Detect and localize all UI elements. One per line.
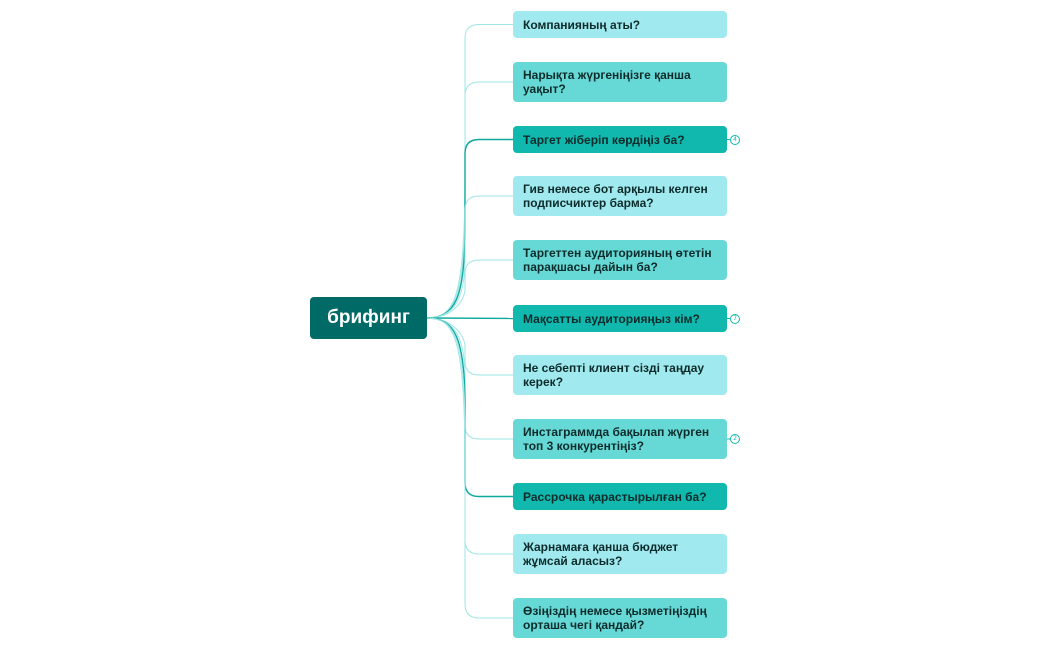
subtopic-label: Өзіңіздің немесе қызметіңіздің орташа че… [523, 604, 707, 632]
central-topic-briefing[interactable]: брифинг [310, 297, 427, 339]
connector-line [426, 24, 513, 319]
connector-line [426, 317, 513, 376]
subtopic-label: Гив немесе бот арқылы келген подписчикте… [523, 182, 708, 210]
subtopic-label: Жарнамаға қанша бюджет жұмсай аласыз? [523, 540, 679, 568]
connector-line [426, 81, 513, 319]
subtopic-node[interactable]: Инстаграммда бақылап жүрген топ 3 конкур… [513, 419, 727, 459]
connector-line [426, 317, 513, 440]
subtopic-node[interactable]: Компанияның аты? [513, 11, 727, 38]
connector-line [426, 195, 513, 319]
subtopic-node[interactable]: Таргет жіберіп көрдіңіз ба? [513, 126, 727, 153]
subtopic-label: Компанияның аты? [523, 17, 641, 32]
subtopic-node[interactable]: Нарықта жүргеніңізге қанша уақыт? [513, 62, 727, 102]
subtopic-label: Таргеттен аудиторияның өтетін парақшасы … [523, 246, 712, 274]
subtopic-node[interactable]: Таргеттен аудиторияның өтетін парақшасы … [513, 240, 727, 280]
connector-line [426, 138, 513, 319]
subtopic-label: Таргет жіберіп көрдіңіз ба? [523, 132, 685, 147]
connector-line [426, 317, 513, 555]
subtopic-node[interactable]: Өзіңіздің немесе қызметіңіздің орташа че… [513, 598, 727, 638]
subtopic-node[interactable]: Мақсатты аудиторияңыз кім? [513, 305, 727, 332]
subtopic-node[interactable]: Жарнамаға қанша бюджет жұмсай аласыз? [513, 534, 727, 574]
collapsed-count-badge[interactable]: 7 [730, 313, 740, 324]
subtopic-label: Мақсатты аудиторияңыз кім? [523, 311, 700, 326]
subtopic-label: Не себепті клиент сізді таңдау керек? [523, 361, 705, 389]
subtopic-node[interactable]: Гив немесе бот арқылы келген подписчикте… [513, 176, 727, 216]
subtopic-label: Рассрочка қарастырылған ба? [523, 489, 707, 504]
subtopic-node[interactable]: Рассрочка қарастырылған ба? [513, 483, 727, 510]
connector-line [426, 317, 514, 320]
connector-line [426, 317, 513, 619]
collapsed-count-badge[interactable]: 4 [730, 134, 740, 145]
subtopic-node[interactable]: Не себепті клиент сізді таңдау керек? [513, 355, 727, 395]
collapsed-count-badge[interactable]: 2 [730, 434, 740, 444]
connector-line [426, 317, 513, 498]
subtopic-label: Инстаграммда бақылап жүрген топ 3 конкур… [523, 425, 710, 453]
subtopic-label: Нарықта жүргеніңізге қанша уақыт? [523, 68, 691, 96]
connector-line [426, 259, 513, 319]
